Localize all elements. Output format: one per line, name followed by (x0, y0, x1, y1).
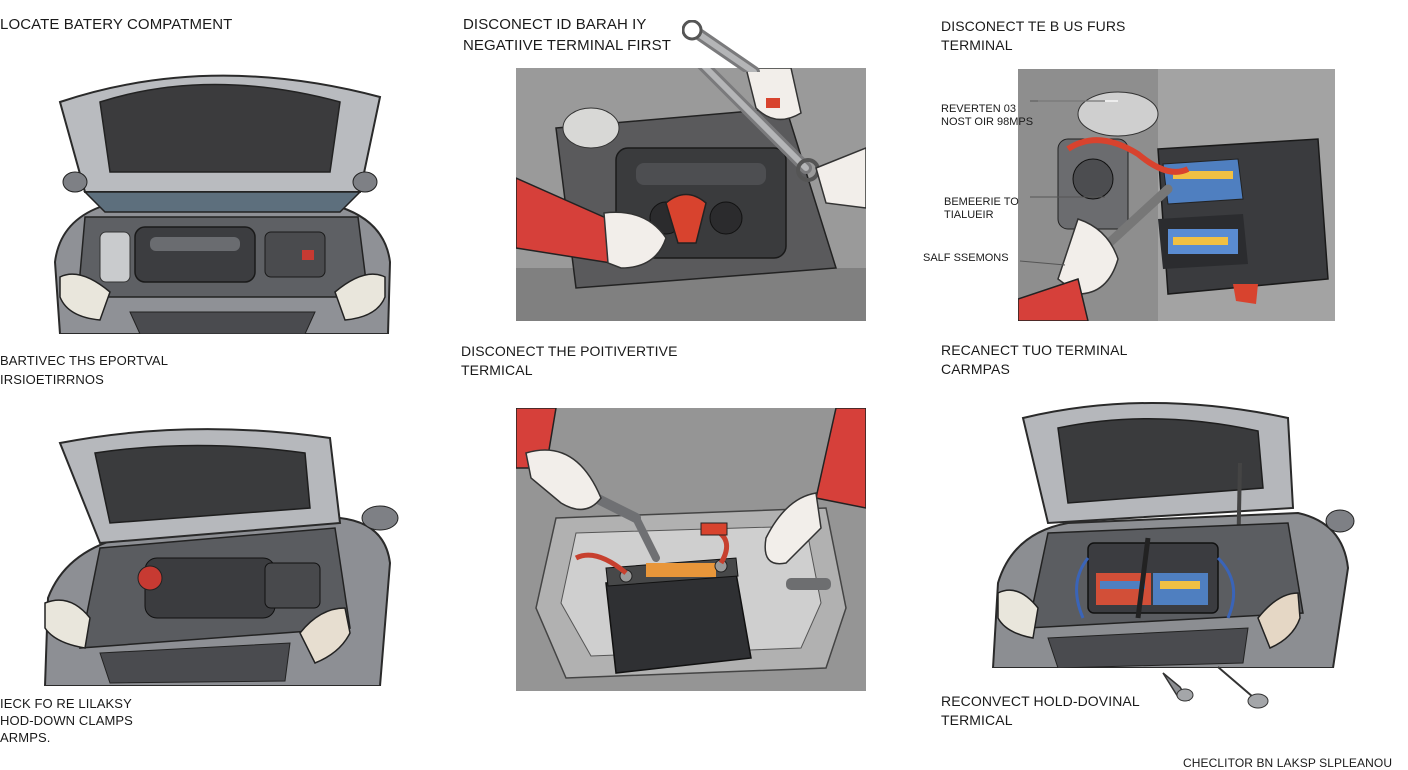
illustration-battery-terminal-closeup (1018, 69, 1335, 321)
step-8-caption: RECONVECT HOLD-DOVINAL TERMICAL (941, 692, 1140, 730)
callout-line: REVERTEN 03 (941, 103, 1016, 115)
step-5-caption: DISCONECT THE POITIVERTIVE TERMICAL (461, 342, 678, 380)
step-6-caption: RECANECT TUO TERMINAL CARMPAS (941, 341, 1127, 379)
callout-terminal-note-1: REVERTEN 03 NOST OIR 98MPS (941, 103, 1033, 129)
step-4-caption-line: BARTIVEC THS EPORTVAL (0, 353, 169, 368)
step-6-caption-line: RECANECT TUO TERMINAL (941, 342, 1128, 358)
illustration-car-side-hood-open (40, 423, 400, 686)
step-1-caption: LOCATE BATERY COMPATMENT (0, 14, 232, 35)
terminal-clamp-icons (1158, 665, 1278, 710)
step-8-caption-line: RECONVECT HOLD-DOVINAL (941, 693, 1140, 709)
step-8-caption-line: TERMICAL (941, 712, 1013, 728)
wrench-icon (682, 20, 762, 72)
callout-line: SALF SSEMONS (923, 252, 1009, 264)
callout-terminal-note-3: SALF SSEMONS (923, 252, 1009, 265)
step-1-caption-line: LOCATE BATERY COMPATMENT (0, 16, 233, 33)
callout-line: BEMEERIE TO (944, 196, 1019, 208)
illustration-positive-terminal-removal (516, 408, 866, 691)
step-3-caption: DISCONECT TE B US FURS TERMINAL (941, 17, 1126, 55)
step-7-caption: IECK FO RE LILAKSY HOD-DOWN CLAMPS ARMPS… (0, 695, 133, 746)
step-4-caption-line: IRSIOETIRRNOS (0, 372, 104, 387)
illustration-car-hood-open (40, 62, 402, 334)
step-2-caption-line: DISCONECT ID BARAH IY (463, 16, 647, 33)
step-6-caption-line: CARMPAS (941, 361, 1010, 377)
callout-line: TIALUEIR (944, 209, 994, 221)
step-9-caption-line: CHECLITOR BN LAKSP SLPLEANOU (1183, 756, 1393, 770)
step-2-caption: DISCONECT ID BARAH IY NEGATIIVE TERMINAL… (463, 14, 671, 56)
callout-terminal-note-2: BEMEERIE TO TIALUEIR (944, 196, 1019, 222)
illustration-reconnect-battery (988, 393, 1356, 668)
step-3-caption-line: DISCONECT TE B US FURS (941, 18, 1126, 34)
step-2-caption-line: NEGATIIVE TERMINAL FIRST (463, 37, 671, 54)
callout-line: NOST OIR 98MPS (941, 116, 1034, 128)
step-4-caption: BARTIVEC THS EPORTVAL IRSIOETIRRNOS (0, 351, 168, 389)
illustration-negative-terminal (516, 68, 866, 321)
step-7-caption-line: HOD-DOWN CLAMPS (0, 713, 133, 728)
step-3-caption-line: TERMINAL (941, 37, 1013, 53)
step-9-caption: CHECLITOR BN LAKSP SLPLEANOU (1183, 756, 1392, 770)
callout-leader-lines (1010, 95, 1110, 270)
step-5-caption-line: DISCONECT THE POITIVERTIVE (461, 343, 678, 359)
step-5-caption-line: TERMICAL (461, 362, 533, 378)
step-7-caption-line: ARMPS. (0, 730, 51, 745)
step-7-caption-line: IECK FO RE LILAKSY (0, 696, 132, 711)
